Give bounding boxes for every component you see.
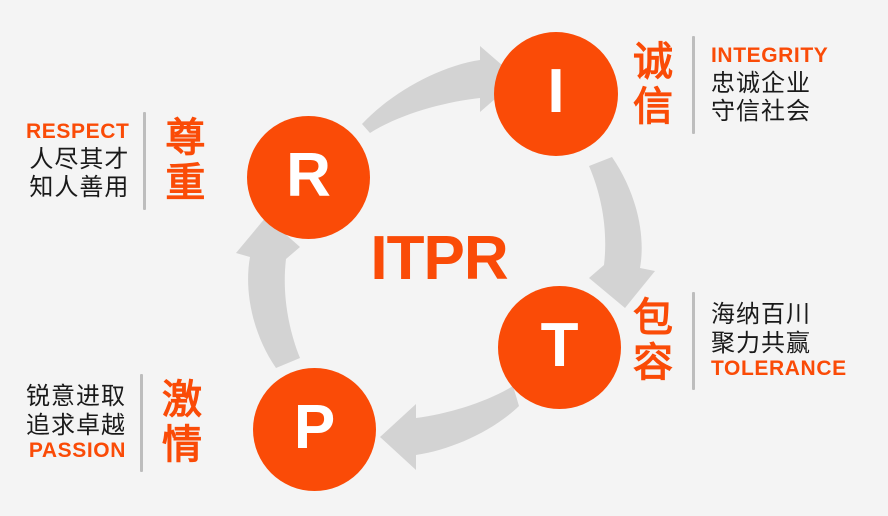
node-letter-r: R	[286, 140, 331, 210]
node-circle-tolerance[interactable]: T	[498, 286, 621, 409]
passion-divider	[140, 374, 143, 472]
center-acronym: ITPR	[0, 228, 888, 290]
center-acronym-text: ITPR	[370, 224, 508, 293]
arrow-i-to-t	[589, 157, 655, 308]
tolerance-divider	[692, 292, 695, 390]
arrow-p-to-r	[236, 217, 300, 368]
tolerance-chinese-title: 包 容	[633, 295, 673, 386]
node-letter-i: I	[547, 57, 565, 126]
passion-line-1: 锐意进取	[26, 382, 126, 411]
node-letter-t: T	[540, 310, 579, 380]
respect-chinese-title: 尊 重	[165, 115, 206, 206]
integrity-english-label: INTEGRITY	[711, 44, 829, 68]
passion-line-2: 追求卓越	[26, 410, 126, 439]
respect-english-label: RESPECT	[26, 120, 130, 144]
value-block-integrity: 诚 信 INTEGRITY 忠诚企业 守信社会	[630, 36, 828, 134]
value-block-passion: 锐意进取 追求卓越 PASSION 激 情	[26, 374, 205, 472]
tolerance-line-1: 海纳百川	[711, 300, 811, 329]
respect-divider	[143, 112, 147, 210]
respect-line-1: 人尽其才	[29, 145, 130, 174]
integrity-chinese-title: 诚 信	[633, 39, 673, 130]
tolerance-detail: 海纳百川 聚力共赢 TOLERANCE	[711, 300, 847, 381]
integrity-line-1: 忠诚企业	[711, 69, 811, 98]
node-circle-respect[interactable]: R	[247, 116, 370, 239]
value-block-respect: RESPECT 人尽其才 知人善用 尊 重	[26, 112, 208, 210]
arrow-t-to-p	[380, 386, 519, 470]
passion-detail: 锐意进取 追求卓越 PASSION	[26, 382, 126, 463]
passion-chinese-title: 激 情	[162, 377, 202, 468]
tolerance-english-label: TOLERANCE	[711, 356, 847, 380]
value-block-tolerance: 包 容 海纳百川 聚力共赢 TOLERANCE	[630, 292, 847, 390]
respect-detail: RESPECT 人尽其才 知人善用	[26, 120, 129, 201]
tolerance-line-2: 聚力共赢	[711, 328, 811, 357]
node-letter-p: P	[293, 392, 336, 462]
arrow-r-to-i	[362, 46, 518, 133]
node-circle-integrity[interactable]: I	[494, 32, 618, 156]
respect-line-2: 知人善用	[29, 173, 130, 202]
node-circle-passion[interactable]: P	[253, 368, 376, 491]
integrity-line-2: 守信社会	[711, 97, 811, 126]
integrity-divider	[692, 36, 695, 134]
integrity-detail: INTEGRITY 忠诚企业 守信社会	[711, 44, 828, 125]
passion-english-label: PASSION	[28, 438, 126, 462]
